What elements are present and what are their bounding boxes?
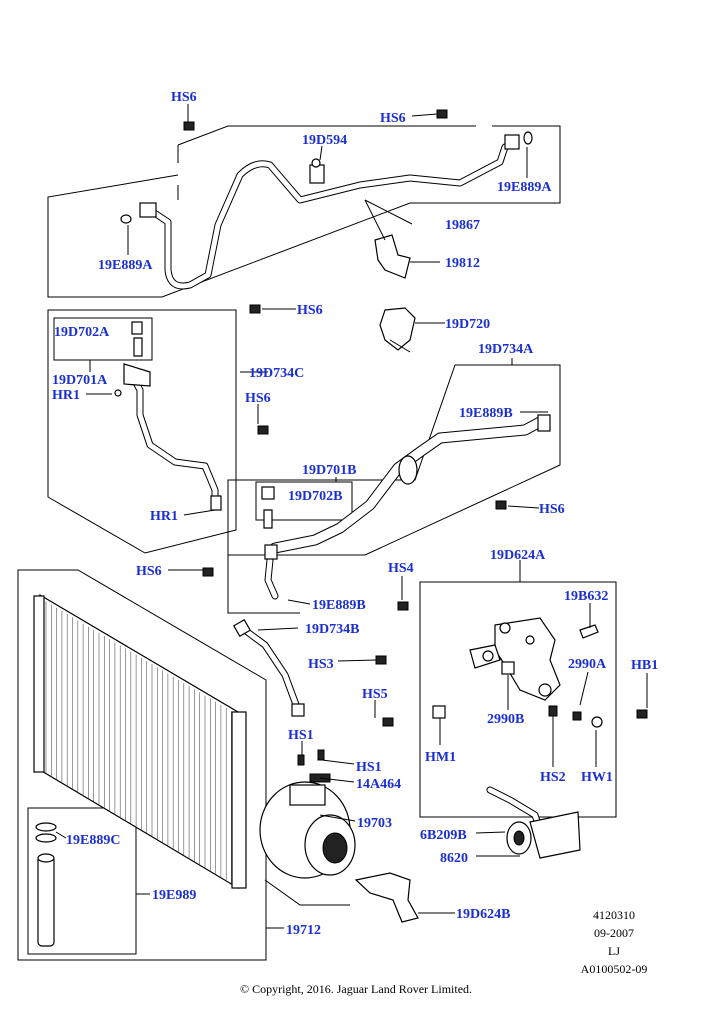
label-19e889c: 19E889C	[66, 833, 120, 848]
label-19d624b: 19D624B	[456, 907, 510, 922]
label-19d624a: 19D624A	[490, 548, 546, 563]
label-hs6: HS6	[171, 90, 197, 105]
label-19d734a: 19D734A	[478, 342, 534, 357]
clip-19812	[374, 234, 411, 279]
label-19d720: 19D720	[445, 317, 490, 332]
label-19d734b: 19D734B	[305, 622, 359, 637]
label-19d702b: 19D702B	[288, 489, 342, 504]
label-19d734c: 19D734C	[249, 366, 304, 381]
illustration-ref: A0100502-09	[581, 962, 648, 976]
label-hs4: HS4	[388, 561, 414, 576]
illustration-initials: LJ	[608, 944, 620, 958]
label-hs3: HS3	[308, 657, 334, 672]
label-19d594: 19D594	[302, 133, 347, 148]
label-hs1: HS1	[288, 728, 314, 743]
hose-19d734a	[264, 414, 551, 600]
illustration-meta: 4120310 09-2007 LJ A0100502-09 © Copyrig…	[240, 908, 647, 996]
label-19e889a: 19E889A	[98, 258, 153, 273]
copyright: © Copyright, 2016. Jaguar Land Rover Lim…	[240, 982, 472, 996]
label-hs6: HS6	[380, 111, 406, 126]
label-hr1: HR1	[52, 388, 80, 403]
label-19e889b: 19E889B	[312, 598, 366, 613]
label-19d702a: 19D702A	[54, 325, 110, 340]
hose-19d734c	[114, 321, 222, 511]
label-hs5: HS5	[362, 687, 388, 702]
label-hb1: HB1	[631, 658, 658, 673]
label-19712: 19712	[286, 923, 321, 938]
seal-19e889c	[35, 822, 57, 843]
bracket-19d624a	[432, 617, 599, 719]
filter-19e989	[37, 853, 55, 947]
label-8620: 8620	[440, 851, 468, 866]
label-19812: 19812	[445, 256, 480, 271]
label-19d701b: 19D701B	[302, 463, 356, 478]
label-hw1: HW1	[581, 770, 613, 785]
illustration-number: 4120310	[593, 908, 635, 922]
hose-19d734b	[232, 618, 305, 717]
cap-19d702b	[261, 486, 275, 529]
label-hs1: HS1	[356, 760, 382, 775]
label-hr1: HR1	[150, 509, 178, 524]
belt-pulley-8620	[486, 786, 581, 859]
label-hs6: HS6	[245, 391, 271, 406]
label-19b632: 19B632	[564, 589, 608, 604]
condenser	[33, 593, 247, 890]
label-19703: 19703	[357, 816, 392, 831]
label-hs6: HS6	[136, 564, 162, 579]
compressor-19703	[259, 781, 356, 906]
label-6b209b: 6B209B	[420, 828, 467, 843]
label-19e889a: 19E889A	[497, 180, 552, 195]
label-2990a: 2990A	[568, 657, 607, 672]
clip-19d720	[379, 307, 416, 353]
label-2990b: 2990B	[487, 712, 524, 727]
callout-labels: HS6 HS6 19D594 19E889A 19867 19E889A 198…	[52, 90, 658, 938]
label-hs6: HS6	[539, 502, 565, 517]
pipe-19867	[120, 131, 533, 290]
label-hm1: HM1	[425, 750, 456, 765]
label-19d701a: 19D701A	[52, 373, 108, 388]
fasteners	[183, 109, 648, 783]
leader-lines	[55, 104, 648, 929]
label-19867: 19867	[445, 218, 480, 233]
label-hs2: HS2	[540, 770, 566, 785]
illustration-date: 09-2007	[594, 926, 634, 940]
label-14a464: 14A464	[356, 777, 401, 792]
bracket-19d624b	[354, 872, 419, 923]
label-19e989: 19E989	[152, 888, 196, 903]
label-hs6: HS6	[297, 303, 323, 318]
label-19e889b: 19E889B	[459, 406, 513, 421]
